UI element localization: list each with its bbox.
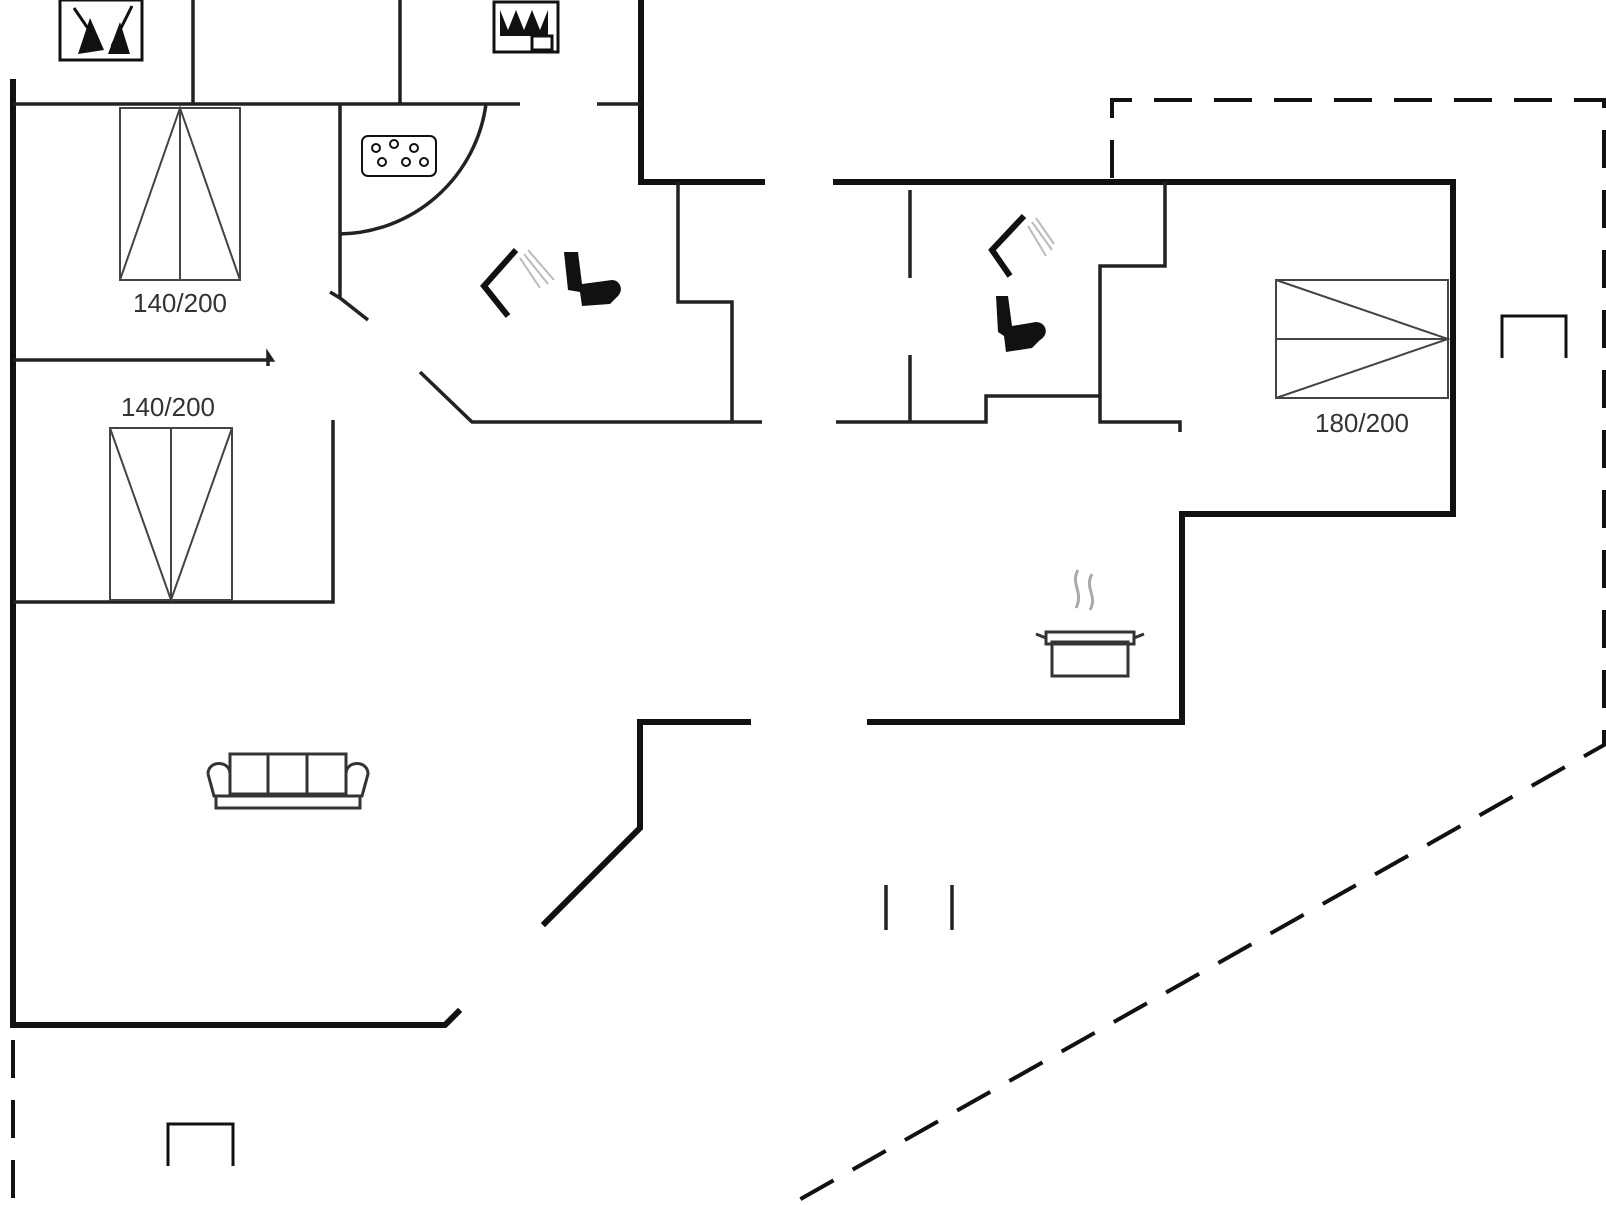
closet-corner [329, 290, 370, 322]
terrace-outline [11, 98, 1606, 1205]
bathroom-1-wall [418, 182, 734, 424]
cooking-pot-icon [1035, 569, 1145, 678]
shower-icon [988, 213, 1055, 278]
top-middle-wall [638, 0, 765, 185]
kitchen-bedroom-wall [867, 179, 1456, 725]
sofa-icon [206, 752, 370, 810]
diagonal-entry-wall [540, 719, 751, 928]
bed-1-size: 140/200 [133, 288, 227, 318]
door-swing [339, 103, 488, 236]
terrace-bracket-left [166, 1122, 235, 1166]
bathroom-2-corner [1098, 396, 1182, 432]
bed-2: 140/200 [109, 392, 233, 603]
terrace-dashed-line [789, 98, 1606, 1205]
cooktop-icon [361, 135, 437, 177]
bottom-exterior-wall [10, 1007, 463, 1028]
lower-bedroom-wall [13, 420, 335, 604]
bed-2-size: 140/200 [121, 392, 215, 422]
terrace-bracket-right [1500, 314, 1568, 358]
bedroom-divider [13, 348, 276, 366]
bed-3-size: 180/200 [1315, 408, 1409, 438]
toilet-icon [996, 296, 1046, 352]
stove-icon [492, 0, 560, 54]
bed-3: 180/200 [1275, 279, 1452, 438]
fireplace-icon [58, 0, 144, 62]
shower-icon [480, 248, 555, 318]
walls [10, 0, 1456, 1028]
toilet-icon [564, 252, 621, 306]
bed-1: 140/200 [119, 104, 241, 318]
